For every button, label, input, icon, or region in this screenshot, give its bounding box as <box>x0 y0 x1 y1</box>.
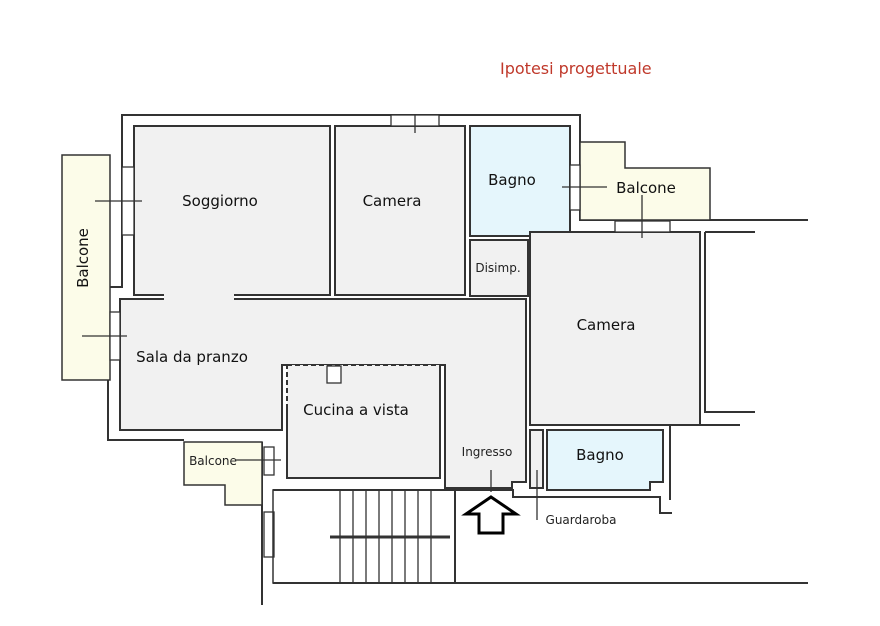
label-ingresso: Ingresso <box>462 445 513 459</box>
balcony-left <box>61 154 111 381</box>
room-sala-da-pranzo <box>119 298 527 489</box>
door-opening <box>164 293 234 301</box>
label-guardaroba: Guardaroba <box>546 513 617 527</box>
label-disimpegno: Disimp. <box>475 261 520 275</box>
room-cucina <box>286 364 441 479</box>
neighbor-wall-2 <box>669 424 740 500</box>
staircase <box>272 489 456 584</box>
label-camera-1: Camera <box>363 192 422 210</box>
neighbor-wall <box>704 232 755 413</box>
kitchen-flue <box>326 365 342 384</box>
up-arrow-icon <box>461 495 521 535</box>
room-bagno-1 <box>469 125 571 237</box>
label-balcone-right: Balcone <box>616 179 676 197</box>
room-soggiorno <box>133 125 331 296</box>
label-balcone-small: Balcone <box>189 454 237 468</box>
label-cucina: Cucina a vista <box>303 401 409 419</box>
inner-wall-bottom <box>273 489 672 514</box>
room-disimpegno <box>469 239 529 297</box>
window <box>263 511 275 558</box>
room-bagno-2 <box>546 429 664 491</box>
label-bagno-1: Bagno <box>488 171 536 189</box>
label-bagno-2: Bagno <box>576 446 624 464</box>
label-camera-2: Camera <box>577 316 636 334</box>
label-soggiorno: Soggiorno <box>182 192 258 210</box>
label-sala-da-pranzo: Sala da pranzo <box>136 348 248 366</box>
window <box>263 446 275 476</box>
plan-title: Ipotesi progettuale <box>500 59 652 78</box>
room-camera-1 <box>334 125 466 296</box>
balcony-right <box>579 141 711 221</box>
label-balcone-left: Balcone <box>74 228 92 288</box>
balcony-small <box>183 441 263 506</box>
